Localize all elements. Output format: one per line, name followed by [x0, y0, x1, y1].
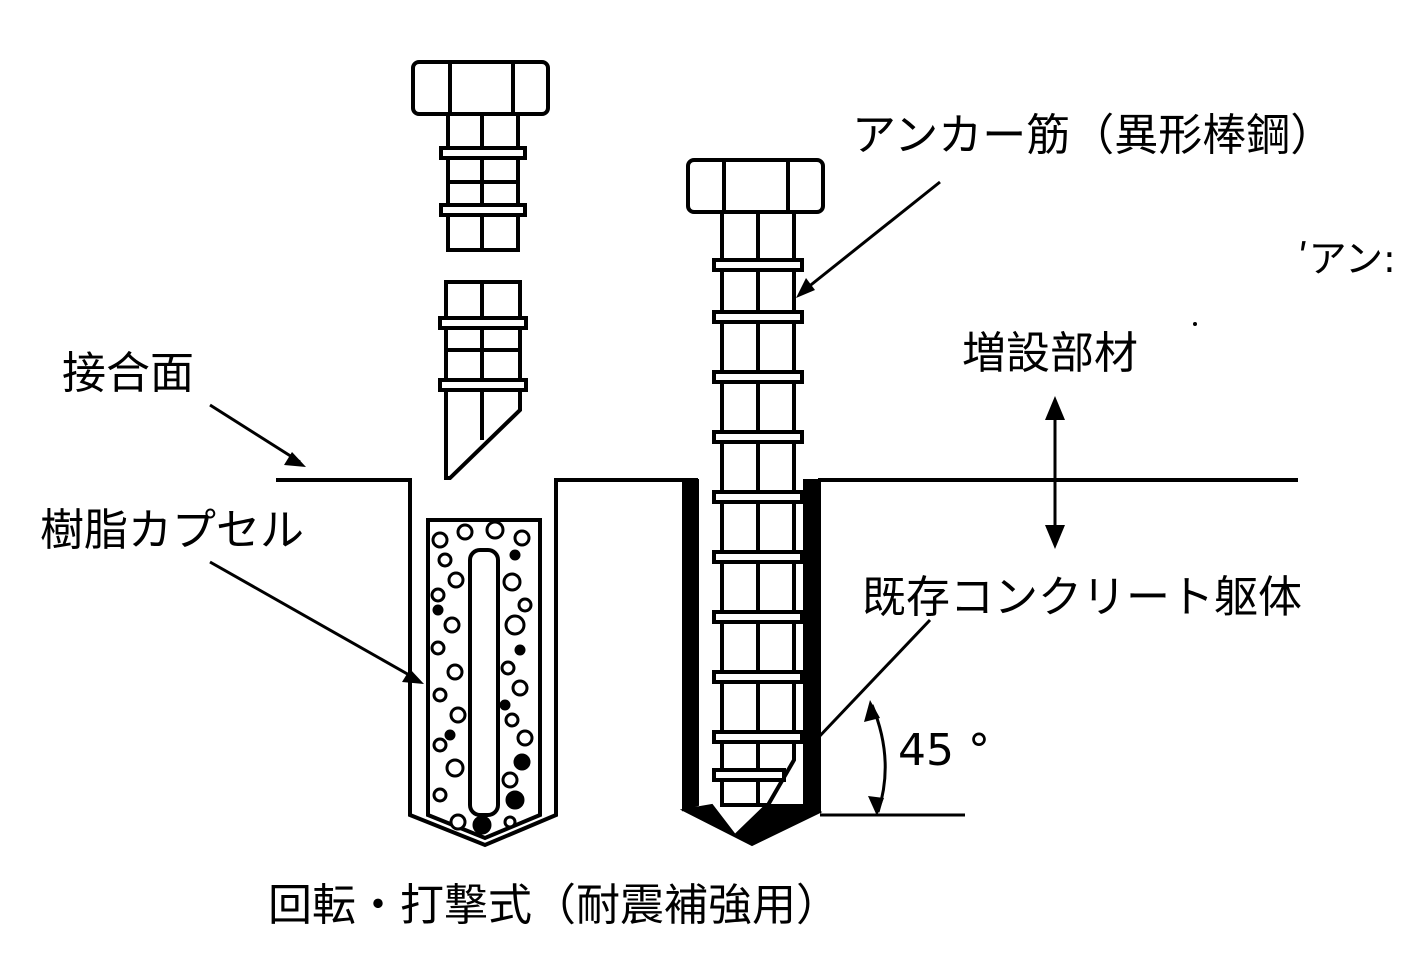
left-anchor-bolt — [411, 60, 550, 480]
caption: 回転・打撃式（耐震補強用） — [268, 880, 840, 931]
right-anchor-bolt — [686, 158, 825, 807]
leader-lines — [209, 180, 1057, 817]
joint-surface-label: 接合面 — [62, 348, 194, 399]
partial-cut-label: ʹアン: — [1298, 237, 1396, 281]
capsule-particles — [430, 520, 534, 835]
existing-concrete-label: 既存コンクリート躯体 — [862, 572, 1302, 623]
right-hole-resin — [679, 479, 823, 847]
resin-capsule-label: 樹脂カプセル — [40, 505, 304, 556]
stray-dot — [1193, 322, 1197, 326]
rebar-ribs — [712, 258, 804, 782]
added-member-label: 増設部材 — [962, 328, 1138, 379]
arrowheads — [284, 278, 1065, 816]
anchor-bar-label: アンカー筋（異形棒鋼） — [852, 110, 1334, 161]
resin-capsule — [426, 518, 542, 841]
angle-label: 45 ° — [898, 725, 990, 776]
concrete-surface-and-left-hole — [276, 478, 1298, 848]
